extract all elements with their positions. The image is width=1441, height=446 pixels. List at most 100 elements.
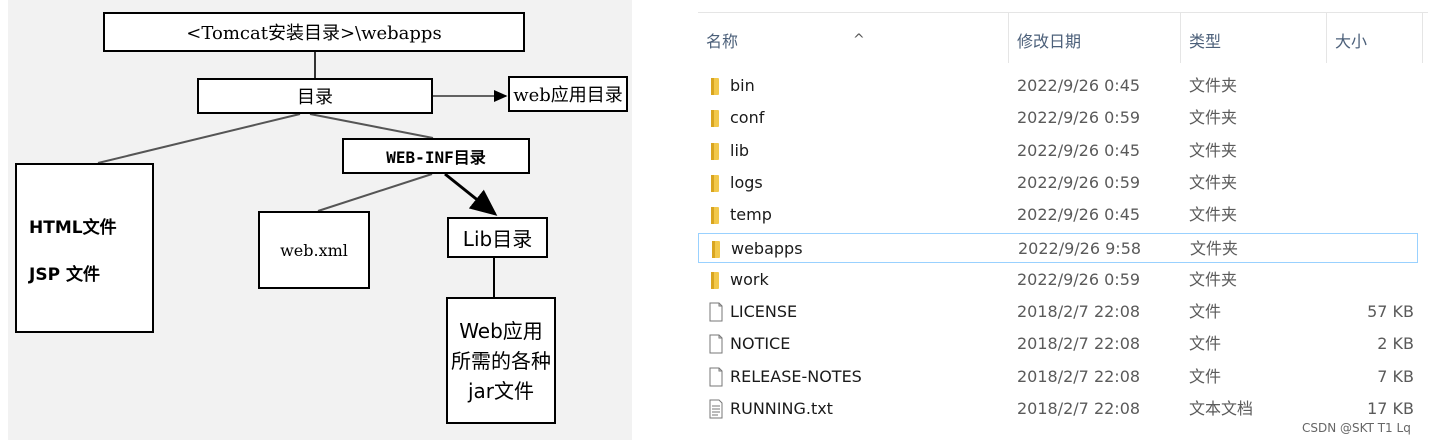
dir-label: 目录 bbox=[297, 87, 333, 108]
lib-label: Lib目录 bbox=[462, 227, 533, 251]
file-size: 7 KB bbox=[1377, 366, 1414, 386]
connector-dir-webinf bbox=[309, 113, 434, 139]
folder-icon bbox=[708, 205, 724, 225]
file-row[interactable]: webapps 2022/9/26 9:58 文件夹 bbox=[698, 232, 1418, 264]
file-date: 2022/9/26 0:45 bbox=[1017, 140, 1141, 160]
file-type: 文件 bbox=[1189, 334, 1222, 354]
jar-desc-line-1: Web应用 bbox=[459, 318, 543, 343]
file-row[interactable]: NOTICE 2018/2/7 22:08 文件 2 KB bbox=[698, 329, 1418, 359]
lib-box: Lib目录 bbox=[447, 217, 548, 258]
file-name: LICENSE bbox=[730, 302, 798, 322]
file-name: temp bbox=[730, 205, 772, 225]
dir-box: 目录 bbox=[197, 78, 433, 114]
webinf-box: WEB-INF目录 bbox=[342, 138, 530, 174]
file-name: work bbox=[730, 269, 769, 289]
column-header-date-label: 修改日期 bbox=[1017, 32, 1082, 51]
file-name: lib bbox=[730, 140, 750, 160]
column-header-row: ^ 名称 修改日期 类型 大小 bbox=[698, 12, 1428, 63]
static-files-box: HTML文件 JSP 文件 bbox=[15, 163, 154, 333]
file-type: 文件夹 bbox=[1189, 269, 1238, 289]
file-icon bbox=[708, 367, 724, 387]
file-size: 57 KB bbox=[1367, 302, 1414, 322]
file-date: 2022/9/26 9:58 bbox=[1018, 238, 1142, 258]
file-type: 文件夹 bbox=[1189, 76, 1238, 95]
file-type: 文件 bbox=[1189, 366, 1222, 386]
file-name: logs bbox=[730, 172, 763, 192]
html-files-label: HTML文件 bbox=[29, 218, 117, 238]
column-divider[interactable] bbox=[1422, 13, 1423, 63]
file-date: 2022/9/26 0:59 bbox=[1017, 172, 1141, 192]
webapp-dir-label: web应用目录 bbox=[513, 85, 623, 106]
file-size bbox=[1334, 200, 1414, 230]
folder-icon bbox=[708, 270, 724, 290]
file-date: 2022/9/26 0:59 bbox=[1017, 269, 1141, 289]
file-type: 文本文档 bbox=[1189, 399, 1254, 418]
column-divider[interactable] bbox=[1180, 13, 1181, 63]
file-size bbox=[1334, 103, 1414, 133]
root-webapps-box: <Tomcat安装目录>\webapps bbox=[103, 12, 525, 52]
webxml-box: web.xml bbox=[258, 211, 370, 289]
file-size: 2 KB bbox=[1377, 334, 1414, 354]
file-row[interactable]: temp 2022/9/26 0:45 文件夹 bbox=[698, 200, 1418, 230]
file-name: NOTICE bbox=[730, 334, 791, 354]
jar-desc-line-3: jar文件 bbox=[467, 378, 535, 403]
file-type: 文件夹 bbox=[1189, 108, 1238, 128]
column-header-type[interactable]: 类型 bbox=[1181, 13, 1326, 63]
file-size bbox=[1334, 168, 1414, 198]
file-icon bbox=[708, 334, 724, 354]
file-date: 2018/2/7 22:08 bbox=[1017, 399, 1141, 418]
folder-icon bbox=[708, 173, 724, 193]
column-divider[interactable] bbox=[1008, 13, 1009, 63]
arrow-webinf-lib bbox=[444, 172, 498, 216]
connector-dir-html bbox=[97, 113, 301, 164]
jsp-files-label: JSP 文件 bbox=[29, 265, 100, 285]
file-size bbox=[1334, 71, 1414, 101]
sort-ascending-icon: ^ bbox=[853, 32, 865, 48]
file-name: RUNNING.txt bbox=[730, 399, 833, 418]
file-name: RELEASE-NOTES bbox=[730, 366, 862, 386]
column-header-size[interactable]: 大小 bbox=[1327, 13, 1422, 63]
watermark: CSDN @SKT T1 Lq bbox=[1302, 421, 1411, 435]
text-file-icon bbox=[708, 399, 724, 419]
file-size bbox=[1335, 234, 1415, 264]
file-type: 文件夹 bbox=[1189, 205, 1238, 225]
file-date: 2018/2/7 22:08 bbox=[1017, 302, 1141, 322]
file-name: conf bbox=[730, 108, 765, 128]
connector-webinf-webxml bbox=[317, 173, 433, 212]
jar-desc-line-2: 所需的各种 bbox=[451, 348, 551, 373]
file-type: 文件 bbox=[1189, 302, 1222, 322]
file-name: bin bbox=[730, 76, 755, 95]
file-date: 2022/9/26 0:45 bbox=[1017, 76, 1141, 95]
file-size bbox=[1334, 265, 1414, 295]
webapp-dir-box: web应用目录 bbox=[508, 76, 628, 112]
file-row[interactable]: LICENSE 2018/2/7 22:08 文件 57 KB bbox=[698, 297, 1418, 327]
column-divider[interactable] bbox=[1326, 13, 1327, 63]
file-date: 2018/2/7 22:08 bbox=[1017, 366, 1141, 386]
file-type: 文件夹 bbox=[1189, 140, 1238, 160]
diagram-connectors bbox=[97, 52, 508, 297]
file-size bbox=[1334, 136, 1414, 166]
file-row[interactable]: RELEASE-NOTES 2018/2/7 22:08 文件 7 KB bbox=[698, 362, 1418, 392]
column-header-size-label: 大小 bbox=[1335, 32, 1368, 51]
jar-desc-box: Web应用 所需的各种 jar文件 bbox=[446, 297, 556, 424]
file-row[interactable]: lib 2022/9/26 0:45 文件夹 bbox=[698, 136, 1418, 166]
root-webapps-label: <Tomcat安装目录>\webapps bbox=[186, 23, 442, 44]
folder-icon bbox=[709, 239, 725, 259]
file-date: 2022/9/26 0:45 bbox=[1017, 205, 1141, 225]
file-type: 文件夹 bbox=[1189, 172, 1238, 192]
file-row[interactable]: work 2022/9/26 0:59 文件夹 bbox=[698, 265, 1418, 295]
file-row[interactable]: bin 2022/9/26 0:45 文件夹 bbox=[698, 71, 1418, 101]
file-name: webapps bbox=[731, 238, 803, 258]
column-header-name[interactable]: ^ 名称 bbox=[698, 13, 1008, 63]
file-row[interactable]: logs 2022/9/26 0:59 文件夹 bbox=[698, 168, 1418, 198]
folder-icon bbox=[708, 76, 724, 96]
file-type: 文件夹 bbox=[1190, 238, 1239, 258]
file-date: 2018/2/7 22:08 bbox=[1017, 334, 1141, 354]
file-row[interactable]: RUNNING.txt 2018/2/7 22:08 文本文档 17 KB bbox=[698, 394, 1418, 424]
file-size: 17 KB bbox=[1367, 399, 1414, 418]
tomcat-directory-diagram: <Tomcat安装目录>\webapps 目录 web应用目录 WEB-INF目… bbox=[0, 0, 640, 446]
column-header-date[interactable]: 修改日期 bbox=[1009, 13, 1180, 63]
column-header-name-label: 名称 bbox=[706, 32, 739, 51]
